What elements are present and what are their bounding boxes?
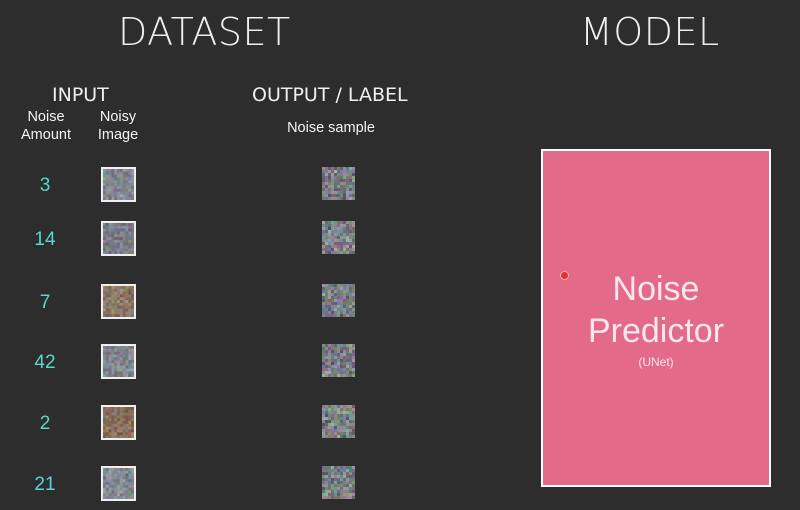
noise-sample-thumbnail: [322, 405, 355, 438]
input-section-label: INPUT: [52, 84, 109, 106]
noise-amount-value: 2: [39, 413, 51, 434]
noisy-image-thumbnail: [101, 344, 136, 379]
noise-amount-value: 42: [34, 352, 56, 373]
noisy-image-thumbnail: [101, 221, 136, 256]
noise-predictor-box: [541, 149, 771, 487]
noise-sample-thumbnail: [322, 167, 355, 200]
noisy-image-thumbnail: [101, 405, 136, 440]
noise-amount-value: 14: [34, 229, 56, 250]
noise-amount-value: 7: [39, 292, 51, 313]
noise-sample-thumbnail: [322, 221, 355, 254]
noise-sample-thumbnail: [322, 344, 355, 377]
model-subtitle: (UNet): [638, 355, 674, 369]
noisy-image-thumbnail: [101, 284, 136, 319]
dataset-title: DATASET: [118, 10, 291, 54]
noise-amount-value: 21: [34, 474, 56, 495]
pointer-dot-icon: [560, 271, 569, 280]
noise-sample-header: Noise sample: [287, 120, 375, 136]
noise-amount-value: 3: [39, 175, 51, 196]
noisy-image-thumbnail: [101, 167, 136, 202]
noisy-image-thumbnail: [101, 466, 136, 501]
noise-sample-thumbnail: [322, 284, 355, 317]
noise-sample-thumbnail: [322, 466, 355, 499]
model-title: MODEL: [580, 10, 720, 54]
output-section-label: OUTPUT / LABEL: [252, 84, 408, 106]
